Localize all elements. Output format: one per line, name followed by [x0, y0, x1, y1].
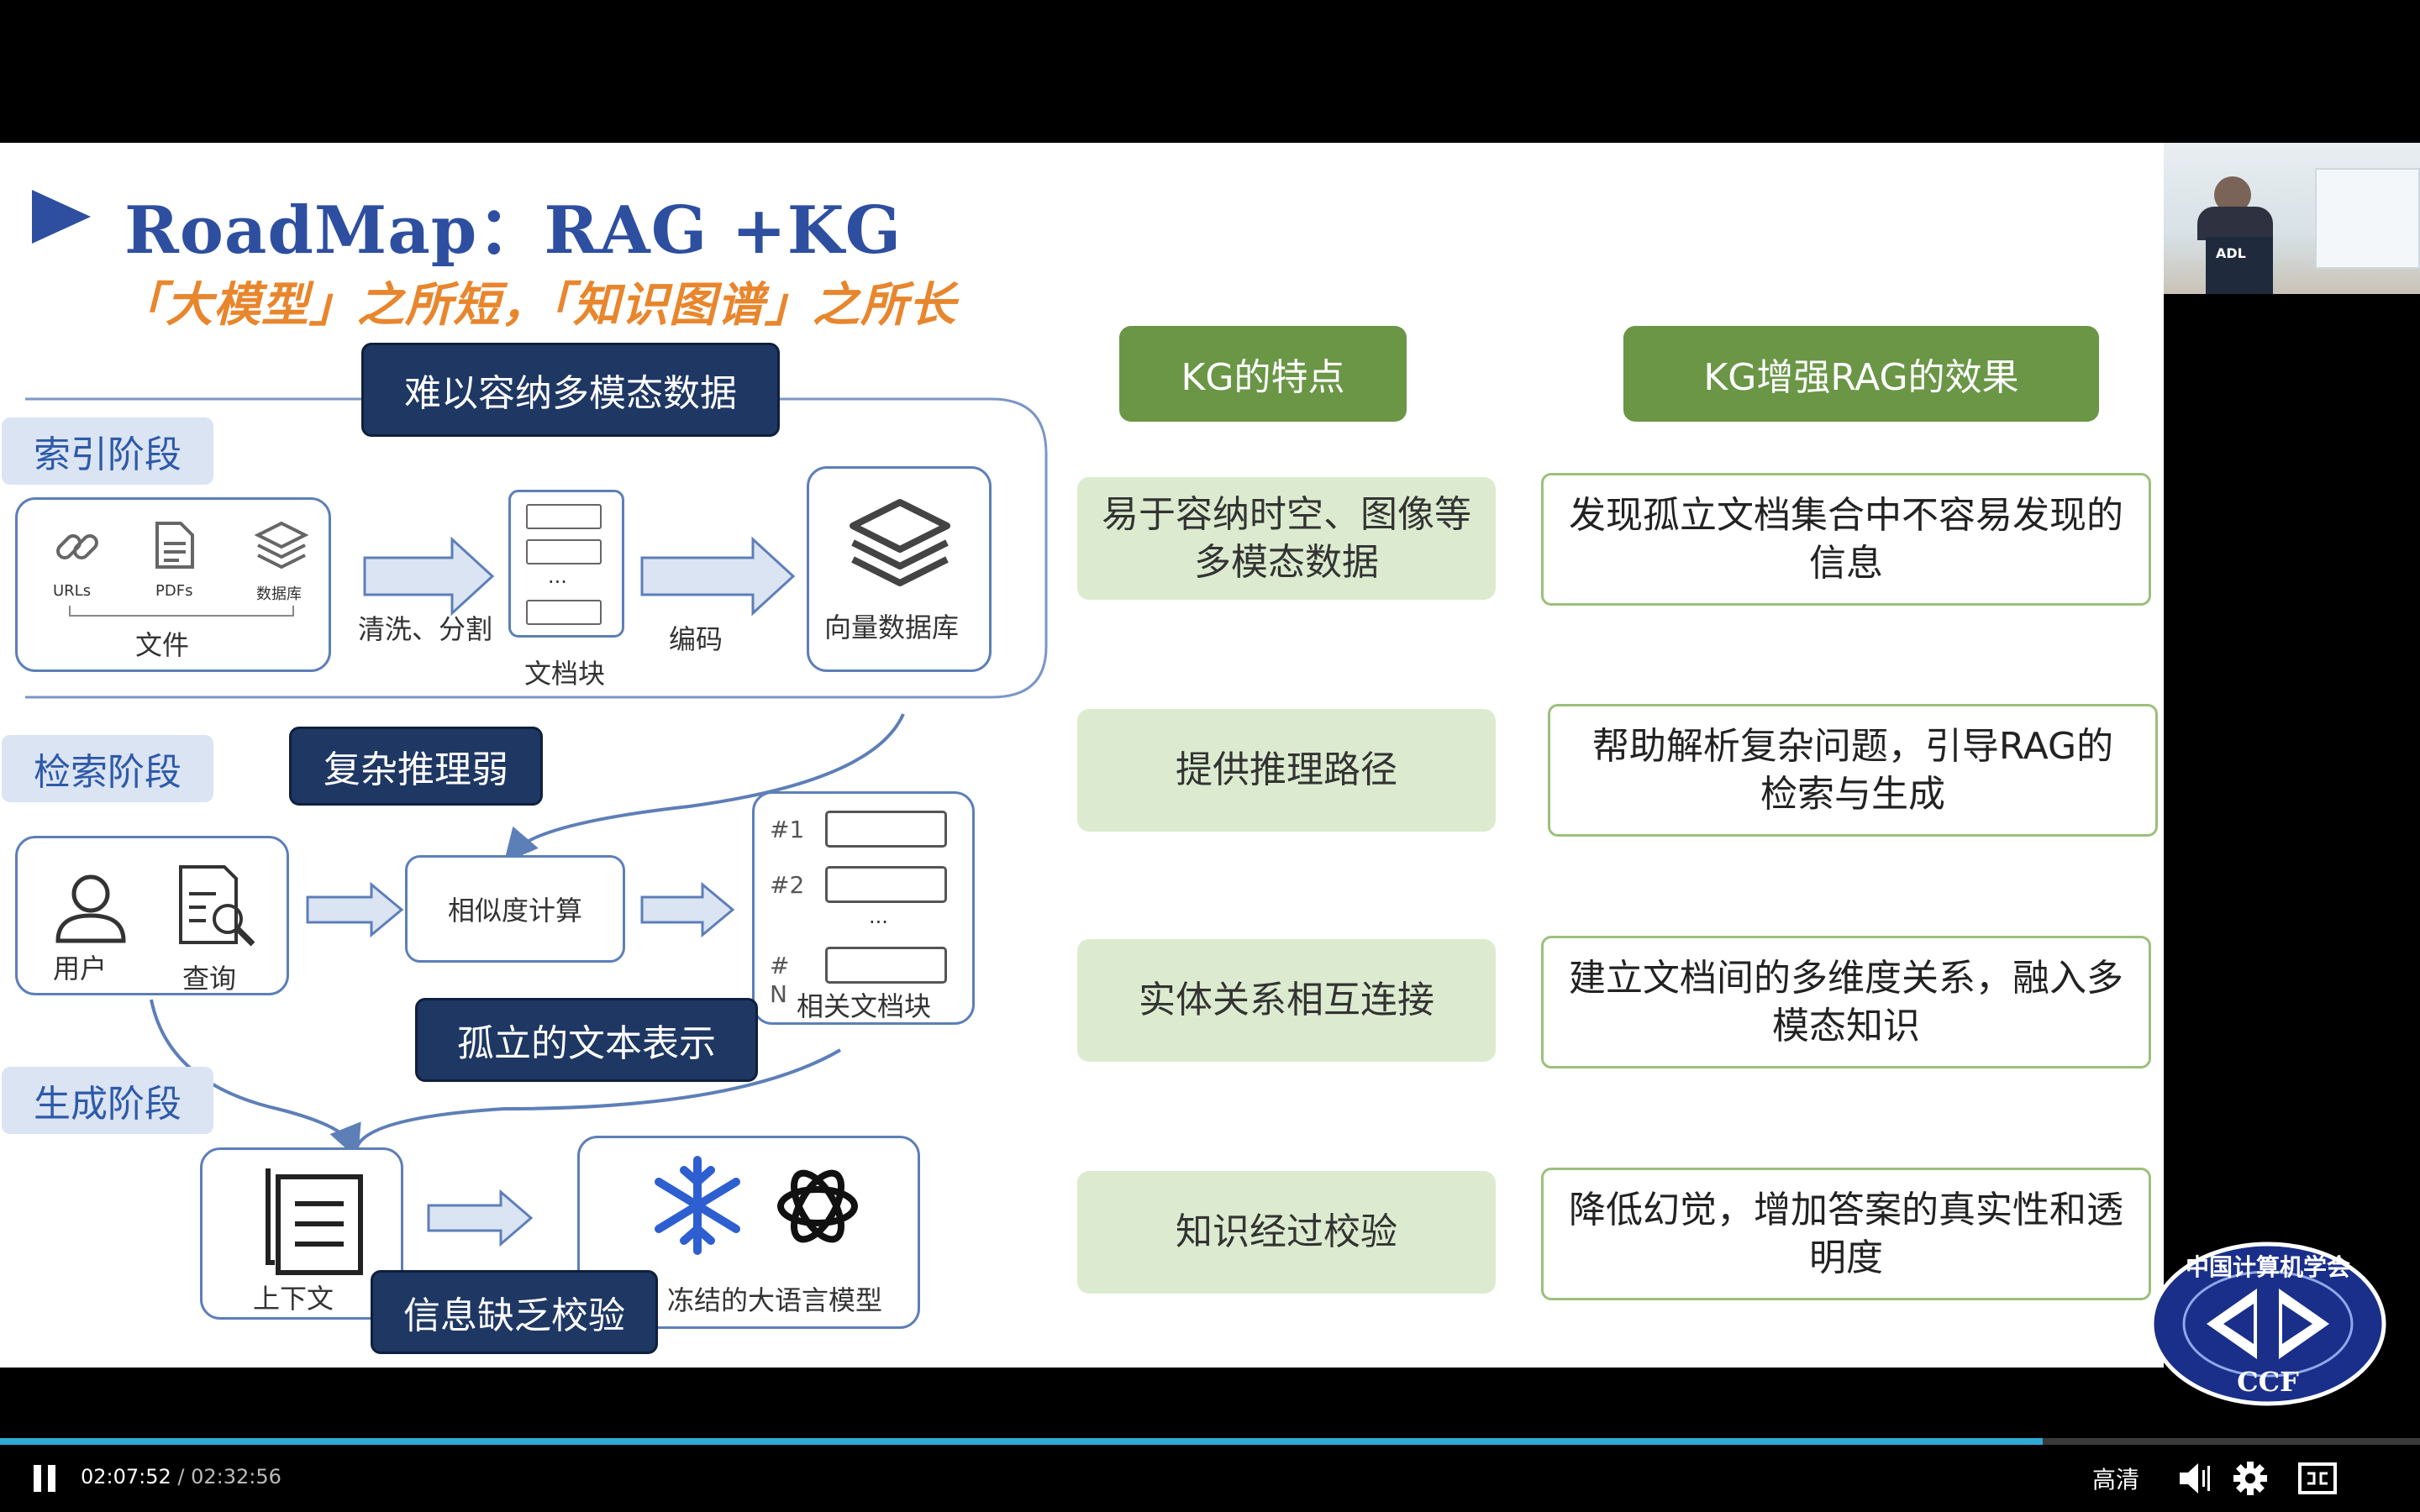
- similarity-box: 相似度计算: [405, 855, 625, 963]
- vector-db-box: 向量数据库: [807, 466, 992, 672]
- vector-db-label: 向量数据库: [824, 612, 960, 643]
- tag-isolated-text: 孤立的文本表示: [415, 998, 758, 1082]
- time-display: 02:07:52 / 02:32:56: [81, 1465, 281, 1488]
- kg-effect-relations: 建立文档间的多维度关系，融入多模态知识: [1541, 936, 2151, 1068]
- rank-label-n: N: [770, 980, 787, 1008]
- chunks-label: 文档块: [524, 658, 606, 690]
- context-box: 上下文: [200, 1147, 403, 1320]
- user-label: 用户: [53, 953, 108, 984]
- kg-feature-verified: 知识经过校验: [1077, 1171, 1496, 1294]
- player-controls: 02:07:52 / 02:32:56 高清: [0, 1445, 2420, 1512]
- kg-effect-hallucination: 降低幻觉，增加答案的真实性和透明度: [1541, 1168, 2151, 1300]
- file-type-pdfs: PDFs: [155, 582, 193, 600]
- user-query-box: 用户 查询: [15, 836, 289, 995]
- diagram-connectors: [25, 397, 1048, 1159]
- tag-multimodal-weakness: 难以容纳多模态数据: [361, 343, 780, 437]
- link-icon: [56, 534, 98, 559]
- llm-label: 冻结的大语言模型: [667, 1284, 883, 1316]
- file-bracket: [69, 606, 294, 617]
- presentation-slide: RoadMap：RAG +KG 「大模型」之所短，「知识图谱」之所长 难以容纳多…: [0, 143, 2164, 1368]
- progress-fill: [0, 1438, 2043, 1445]
- podium: [2206, 237, 2273, 294]
- arrow-right-icon: [640, 536, 796, 617]
- ccf-logo-text: 中国计算机学会: [2186, 1253, 2350, 1281]
- vector-db-icon: [850, 499, 950, 586]
- pause-icon[interactable]: [32, 1463, 57, 1494]
- ccf-logo-abbr: CCF: [2237, 1366, 2299, 1398]
- tag-verify-weakness: 信息缺乏校验: [371, 1270, 658, 1354]
- tag-reasoning-weakness: 复杂推理弱: [289, 727, 543, 806]
- chunks-box: ...: [508, 490, 624, 638]
- podium-sign: ADL: [2216, 245, 2246, 261]
- arrow-right-icon: [363, 536, 495, 617]
- stage-generate-label: 生成阶段: [2, 1067, 213, 1134]
- volume-icon[interactable]: [2176, 1460, 2213, 1497]
- clean-split-label: 清洗、分割: [358, 613, 493, 645]
- snowflake-icon: [655, 1156, 740, 1255]
- stage-index-label: 索引阶段: [2, 417, 213, 485]
- encode-label: 编码: [669, 623, 723, 655]
- rank-dots: ...: [869, 905, 888, 928]
- webcam-screen: [2315, 168, 2420, 269]
- settings-gear-icon[interactable]: [2232, 1460, 2269, 1497]
- current-time: 02:07:52: [81, 1465, 171, 1488]
- speaker-webcam: ADL: [2164, 143, 2420, 294]
- stage-retrieve-label: 检索阶段: [2, 735, 213, 802]
- kg-effect-hidden-info: 发现孤立文档集合中不容易发现的信息: [1541, 473, 2151, 606]
- arrow-right-icon: [640, 882, 735, 937]
- progress-bar[interactable]: [0, 1438, 2420, 1445]
- openai-logo-icon: [777, 1169, 858, 1243]
- kg-feature-multimodal: 易于容纳时空、图像等多模态数据: [1077, 477, 1496, 600]
- related-docs-box: #1 #2 ... # N 相关文档块: [752, 791, 975, 1025]
- quality-selector[interactable]: 高清: [2092, 1466, 2140, 1494]
- files-box: URLs PDFs 数据库 文件: [15, 497, 331, 672]
- kg-effect-complex-questions: 帮助解析复杂问题，引导RAG的检索与生成: [1548, 704, 2158, 837]
- pdf-icon: [155, 522, 194, 569]
- similarity-label: 相似度计算: [447, 895, 582, 927]
- arrow-right-icon: [427, 1189, 534, 1247]
- file-type-database: 数据库: [256, 585, 302, 603]
- kg-effects-header: KG增强RAG的效果: [1623, 326, 2099, 422]
- file-type-urls: URLs: [53, 582, 92, 600]
- context-document-icon: [266, 1168, 363, 1275]
- kg-features-header: KG的特点: [1119, 326, 1407, 422]
- files-label: 文件: [135, 629, 190, 661]
- rank-label-2: #2: [770, 871, 805, 899]
- fullscreen-icon[interactable]: [2297, 1462, 2338, 1495]
- arrow-right-icon: [306, 882, 404, 937]
- slide-title: RoadMap：RAG +KG: [124, 192, 902, 269]
- play-arrow-icon: [32, 190, 91, 244]
- query-label: 查询: [182, 963, 237, 995]
- rank-label-hash: #: [770, 952, 790, 979]
- context-label: 上下文: [253, 1283, 334, 1315]
- ccf-logo: 中国计算机学会 CCF: [2149, 1242, 2386, 1406]
- duration: 02:32:56: [191, 1465, 281, 1488]
- user-icon: [55, 874, 126, 943]
- kg-feature-reasoning-path: 提供推理路径: [1077, 709, 1496, 832]
- related-docs-label: 相关文档块: [797, 990, 932, 1022]
- query-document-search-icon: [179, 865, 255, 947]
- speaker-body: [2197, 207, 2273, 240]
- database-layers-icon: [255, 521, 308, 570]
- kg-feature-entity-links: 实体关系相互连接: [1077, 939, 1496, 1062]
- slide-subtitle: 「大模型」之所短，「知识图谱」之所长: [118, 278, 956, 333]
- chunk-dots: ...: [548, 564, 567, 588]
- rank-label-1: #1: [770, 816, 805, 843]
